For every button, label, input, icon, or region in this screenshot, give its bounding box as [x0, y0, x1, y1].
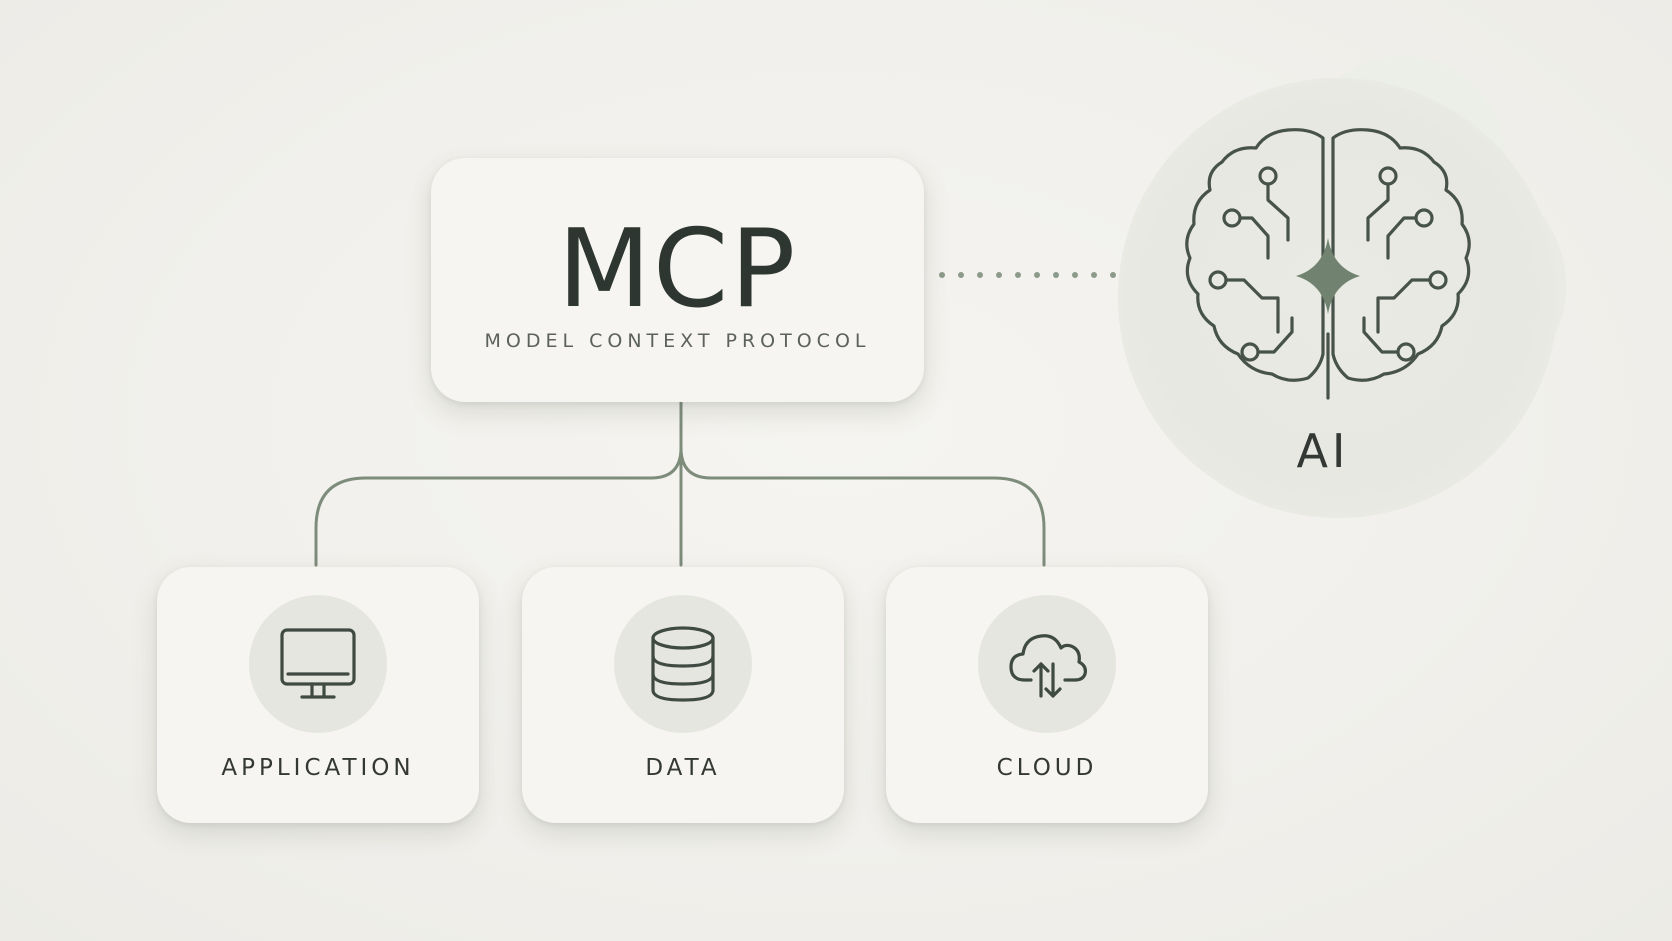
tree-connector	[314, 400, 1046, 567]
mcp-card: MCP MODEL CONTEXT PROTOCOL	[431, 158, 924, 402]
cloud-label: CLOUD	[996, 755, 1098, 781]
cloud-card: CLOUD	[886, 567, 1208, 823]
brain-circuit-icon	[1185, 128, 1471, 400]
data-label: DATA	[645, 755, 721, 781]
cloud-sync-icon	[1009, 634, 1087, 698]
application-card: APPLICATION	[157, 567, 479, 823]
sparkle-icon	[1296, 238, 1360, 314]
connector-to-cloud	[679, 400, 1046, 567]
cloud-icon-disc	[978, 595, 1116, 733]
database-icon	[651, 626, 715, 702]
connector-to-application	[314, 400, 683, 567]
monitor-icon	[280, 628, 356, 699]
mcp-subtitle: MODEL CONTEXT PROTOCOL	[484, 330, 871, 352]
application-icon-disc	[249, 595, 387, 733]
data-icon-disc	[614, 595, 752, 733]
data-card: DATA	[522, 567, 844, 823]
ai-label: AI	[1296, 424, 1350, 478]
ai-halo	[1118, 78, 1558, 518]
mcp-ai-dotted-link	[939, 272, 1116, 278]
application-label: APPLICATION	[221, 755, 415, 781]
mcp-title: MCP	[557, 207, 798, 332]
